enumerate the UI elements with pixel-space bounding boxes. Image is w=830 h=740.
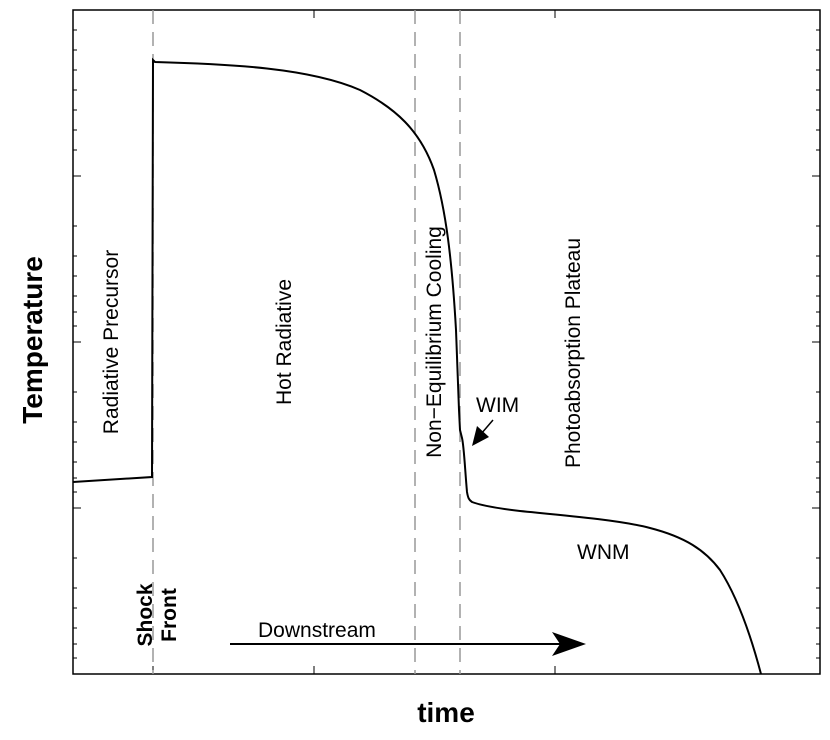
label-front: Front xyxy=(158,588,181,642)
label-wnm: WNM xyxy=(577,541,629,564)
x-axis-title: time xyxy=(417,697,475,728)
label-hot-radiative: Hot Radiative xyxy=(273,279,296,405)
x-ticks xyxy=(152,10,556,674)
label-photoabsorption-plateau: Photoabsorption Plateau xyxy=(562,238,585,468)
label-non-equilibrium-cooling: Non−Equilibrium Cooling xyxy=(423,226,446,458)
label-wim: WIM xyxy=(476,394,519,417)
wim-arrow-head xyxy=(472,426,489,446)
temperature-curve xyxy=(72,57,762,675)
y-axis-title: Temperature xyxy=(17,256,48,424)
plot-frame xyxy=(72,9,821,675)
label-radiative-precursor: Radiative Precursor xyxy=(100,250,123,434)
region-dividers xyxy=(152,10,461,674)
label-shock: Shock xyxy=(134,583,157,646)
downstream-arrow-head xyxy=(552,632,586,656)
label-downstream: Downstream xyxy=(258,619,376,642)
right-ticks xyxy=(812,29,820,659)
left-ticks xyxy=(73,29,81,659)
